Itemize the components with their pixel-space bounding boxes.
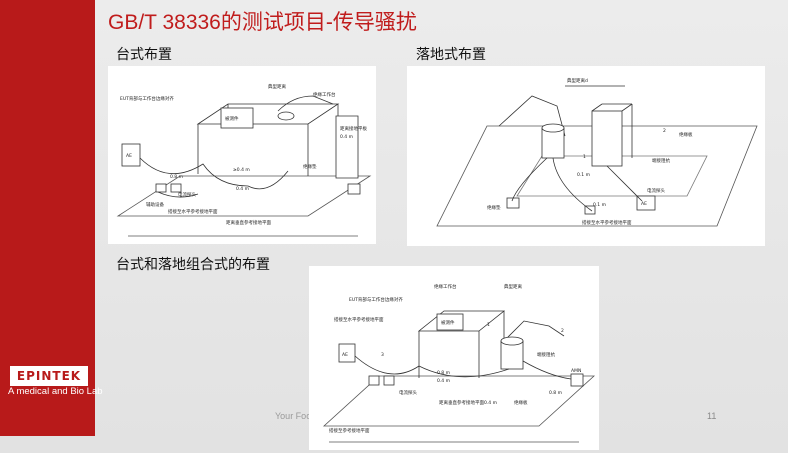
tabletop-diagram: 典型距离 EUT背部与工作台边缘对齐 绝缘工作台 被测件 距离接地平板 0.4 …: [108, 66, 376, 244]
floor-text: 电流探头: [647, 187, 665, 194]
tabletop-text: 绝缘工作台: [313, 91, 336, 98]
floor-text: AE: [641, 201, 647, 207]
footer-text: Your Foo: [275, 411, 312, 421]
slide-title: GB/T 38336的测试项目-传导骚扰: [108, 11, 417, 34]
tabletop-text: 辅助设备: [146, 201, 164, 208]
floor-text: 端接阻抗: [652, 157, 670, 164]
floor-text: 典型距离d: [567, 77, 588, 84]
combo-text: 被测件: [441, 319, 455, 326]
tabletop-text: 典型距离: [268, 83, 286, 90]
brand-sidebar: [0, 0, 95, 436]
floor-text: 绝缘板: [679, 131, 693, 138]
tabletop-text: ≥0.4 m: [233, 167, 250, 173]
combo-text: 3: [381, 352, 384, 358]
tabletop-text: EUT背部与工作台边缘对齐: [120, 95, 174, 102]
tabletop-text: AE: [126, 153, 132, 159]
combo-text: 0.8 m: [437, 370, 450, 376]
company-logo: EPINTEK: [10, 366, 88, 386]
tabletop-text: 距离接地平板: [340, 125, 367, 132]
combo-label: 台式和落地组合式的布置: [116, 257, 270, 273]
floor-text: 1: [583, 154, 586, 160]
floor-text: 2: [663, 128, 666, 134]
combo-text: 绝缘工作台: [434, 283, 457, 290]
tabletop-label: 台式布置: [116, 47, 172, 63]
tabletop-text: 0.4 m: [236, 186, 249, 192]
tabletop-text: 被测件: [225, 115, 239, 122]
combo-text: 端接阻抗: [537, 351, 555, 358]
tabletop-text: 绝缘垫: [303, 163, 317, 170]
tabletop-text: 搭接至水平参考接地平面: [168, 208, 218, 215]
combo-text: 1: [487, 322, 490, 328]
page-number: 11: [707, 411, 717, 421]
tabletop-text: 距离垂直参考接地平面: [226, 219, 271, 226]
combo-text: EUT背部与工作台边缘对齐: [349, 296, 403, 303]
company-tagline: A medical and Bio Lab: [8, 386, 103, 397]
combo-text: 电流探头: [399, 389, 417, 396]
floor-text: 0.1 m: [593, 202, 606, 208]
combo-text: AE: [342, 352, 348, 358]
floor-text: 搭接至水平参考接地平面: [582, 219, 632, 226]
tabletop-text: 0.8 m: [170, 174, 183, 180]
combo-text: 搭接至参考接地平面: [329, 427, 370, 434]
combo-text: 0.4 m: [437, 378, 450, 384]
combo-text: 距离垂直参考接地平面0.4 m: [439, 399, 497, 406]
combo-text: 典型距离: [504, 283, 522, 290]
tabletop-text: 电流探头: [178, 191, 196, 198]
floor-label: 落地式布置: [416, 47, 486, 63]
combo-text: 2: [561, 328, 564, 334]
combo-text: 搭接至水平参考接地平面: [334, 316, 384, 323]
floor-diagram: 典型距离d 绝缘板 端接阻抗 电流探头 绝缘垫 AE 搭接至水平参考接地平面 0…: [407, 66, 765, 246]
combo-text: 绝缘板: [514, 399, 528, 406]
combo-text: 0.8 m: [549, 390, 562, 396]
combo-text: AMN: [571, 368, 581, 374]
tabletop-text: 0.4 m: [340, 134, 353, 140]
floor-text: 0.1 m: [577, 172, 590, 178]
floor-text: 绝缘垫: [487, 204, 501, 211]
combo-diagram: 绝缘工作台 典型距离 EUT背部与工作台边缘对齐 搭接至水平参考接地平面 被测件…: [309, 266, 599, 450]
